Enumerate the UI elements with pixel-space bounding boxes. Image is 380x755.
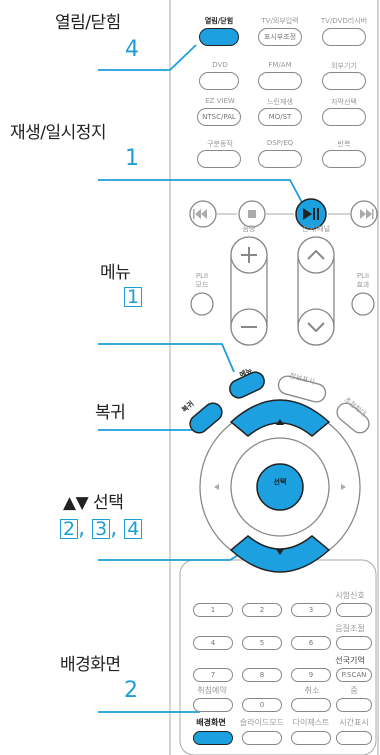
- ntsc-pal-button[interactable]: NTSC/PAL: [197, 108, 241, 126]
- ext-label: 외부기기: [331, 62, 357, 70]
- digit-2-button[interactable]: 2: [242, 603, 282, 617]
- memory-label: 선국기억: [335, 656, 365, 665]
- channel-label: 선국/채널: [301, 225, 331, 233]
- repeat-button[interactable]: [322, 150, 366, 168]
- callout-back-label: 복귀: [95, 403, 126, 423]
- time-label: 시간표시: [339, 718, 369, 727]
- pl-effect-label: PLII 효과: [356, 272, 370, 289]
- slow-label: 느린재생: [267, 98, 293, 106]
- zoom2-label: 줌: [350, 686, 358, 695]
- sound-button[interactable]: [336, 636, 372, 650]
- dvd-label: DVD: [212, 61, 228, 69]
- volume-label: 음량: [242, 225, 256, 233]
- callout-open-close-label: 열림/닫힘: [55, 13, 121, 33]
- region-label: 구분동작: [207, 140, 233, 148]
- open-close-label: 열림/닫힘: [204, 17, 234, 25]
- cancel-button[interactable]: [291, 698, 331, 712]
- digit-9-button[interactable]: 9: [291, 668, 331, 682]
- background-label: 배경화면: [196, 718, 226, 727]
- callout-updown-steps: 2, 3, 4: [60, 516, 143, 541]
- digit-7-button[interactable]: 7: [193, 668, 233, 682]
- callout-background-step: 2: [124, 678, 138, 703]
- digest-label: 다이제스트: [292, 718, 330, 727]
- sound-label: 음질조절: [335, 624, 365, 633]
- digit-5-button[interactable]: 5: [242, 636, 282, 650]
- fm-am-button[interactable]: [258, 72, 302, 90]
- subtitle-label: 자막선택: [331, 98, 357, 106]
- dsp-label: DSP/EQ: [266, 139, 294, 147]
- callout-background-label: 배경화면: [60, 655, 121, 675]
- callout-play-label: 재생/일시정지: [10, 123, 107, 143]
- digit-4-button[interactable]: 4: [193, 636, 233, 650]
- pscan-button[interactable]: P.SCAN: [336, 668, 372, 682]
- callout-open-close-step: 4: [125, 37, 139, 62]
- test-button[interactable]: [336, 603, 372, 617]
- callout-menu-label: 메뉴: [100, 263, 131, 283]
- time-button[interactable]: [336, 731, 372, 745]
- callout-updown-label: ▲▼ 선택: [63, 493, 124, 513]
- callout-play-step: 1: [125, 146, 139, 171]
- sleep-label: 취침예약: [197, 686, 227, 695]
- cancel-label: 취소: [304, 686, 320, 695]
- digit-6-button[interactable]: 6: [291, 636, 331, 650]
- ok-button[interactable]: 선택: [273, 478, 287, 486]
- digit-3-button[interactable]: 3: [291, 603, 331, 617]
- zoom2-button[interactable]: [336, 698, 372, 712]
- sleep-button[interactable]: [193, 698, 233, 712]
- dsp-button[interactable]: [258, 150, 302, 168]
- tv-input-label: TV/외부입력: [261, 17, 299, 25]
- pl-mode-label: PLII 모드: [195, 272, 209, 289]
- callout-menu-step: 1: [124, 284, 143, 309]
- background-button[interactable]: [193, 731, 233, 745]
- ezview-label: EZ VIEW: [205, 97, 235, 105]
- slideshow-button[interactable]: [242, 731, 282, 745]
- digit-1-button[interactable]: 1: [193, 603, 233, 617]
- open-close-button[interactable]: [199, 28, 239, 46]
- test-label: 시험신호: [335, 591, 365, 600]
- tv-dvd-button[interactable]: [322, 28, 366, 46]
- ext-button[interactable]: [322, 72, 366, 90]
- digest-button[interactable]: [291, 731, 331, 745]
- display-adjust-button[interactable]: 표시부조정: [258, 28, 302, 46]
- digit-8-button[interactable]: 8: [242, 668, 282, 682]
- repeat-label: 반복: [337, 140, 351, 148]
- subtitle-button[interactable]: [322, 108, 366, 126]
- fm-am-label: FM/AM: [268, 61, 292, 69]
- dvd-button[interactable]: [199, 72, 239, 90]
- tv-dvd-label: TV/DVD리시버: [320, 17, 368, 25]
- region-button[interactable]: [197, 150, 241, 168]
- mo-st-button[interactable]: MO/ST: [258, 108, 302, 126]
- slideshow-label: 슬라이드모드: [239, 718, 285, 727]
- digit-0-button[interactable]: 0: [242, 698, 282, 712]
